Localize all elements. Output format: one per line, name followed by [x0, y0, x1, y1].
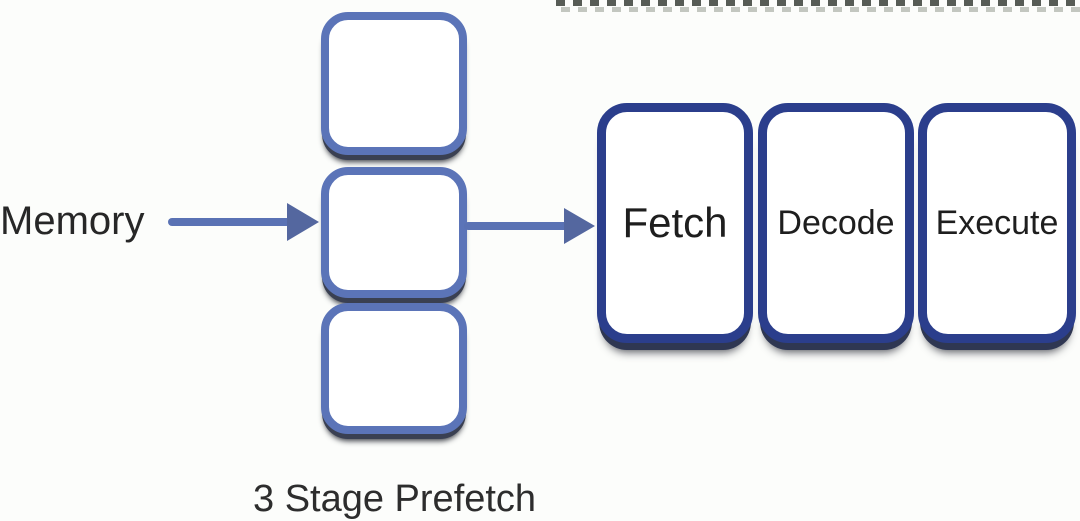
stage-box-execute: Execute [918, 103, 1076, 343]
prefetch-caption: 3 Stage Prefetch [253, 478, 537, 520]
stage-label-fetch: Fetch [622, 199, 728, 246]
cropped-dashed-strip [556, 0, 1080, 13]
stage-label-decode: Decode [777, 203, 895, 242]
stage-box-decode: Decode [758, 103, 914, 343]
stage-label-execute: Execute [935, 203, 1059, 242]
memory-label: Memory [0, 199, 145, 243]
prefetch-to-fetch-arrow-line [464, 222, 568, 230]
prefetch-stage-box-2 [321, 167, 467, 298]
arrow-right-icon [287, 203, 319, 241]
prefetch-stage-box-3 [321, 303, 467, 434]
dashed-strip-row-light [556, 7, 1080, 12]
arrow-right-icon [564, 208, 595, 244]
dashed-strip-row-dark [556, 0, 1080, 6]
prefetch-stage-box-1 [321, 12, 467, 155]
stage-box-fetch: Fetch [597, 103, 753, 343]
memory-to-prefetch-arrow-line [168, 218, 294, 226]
